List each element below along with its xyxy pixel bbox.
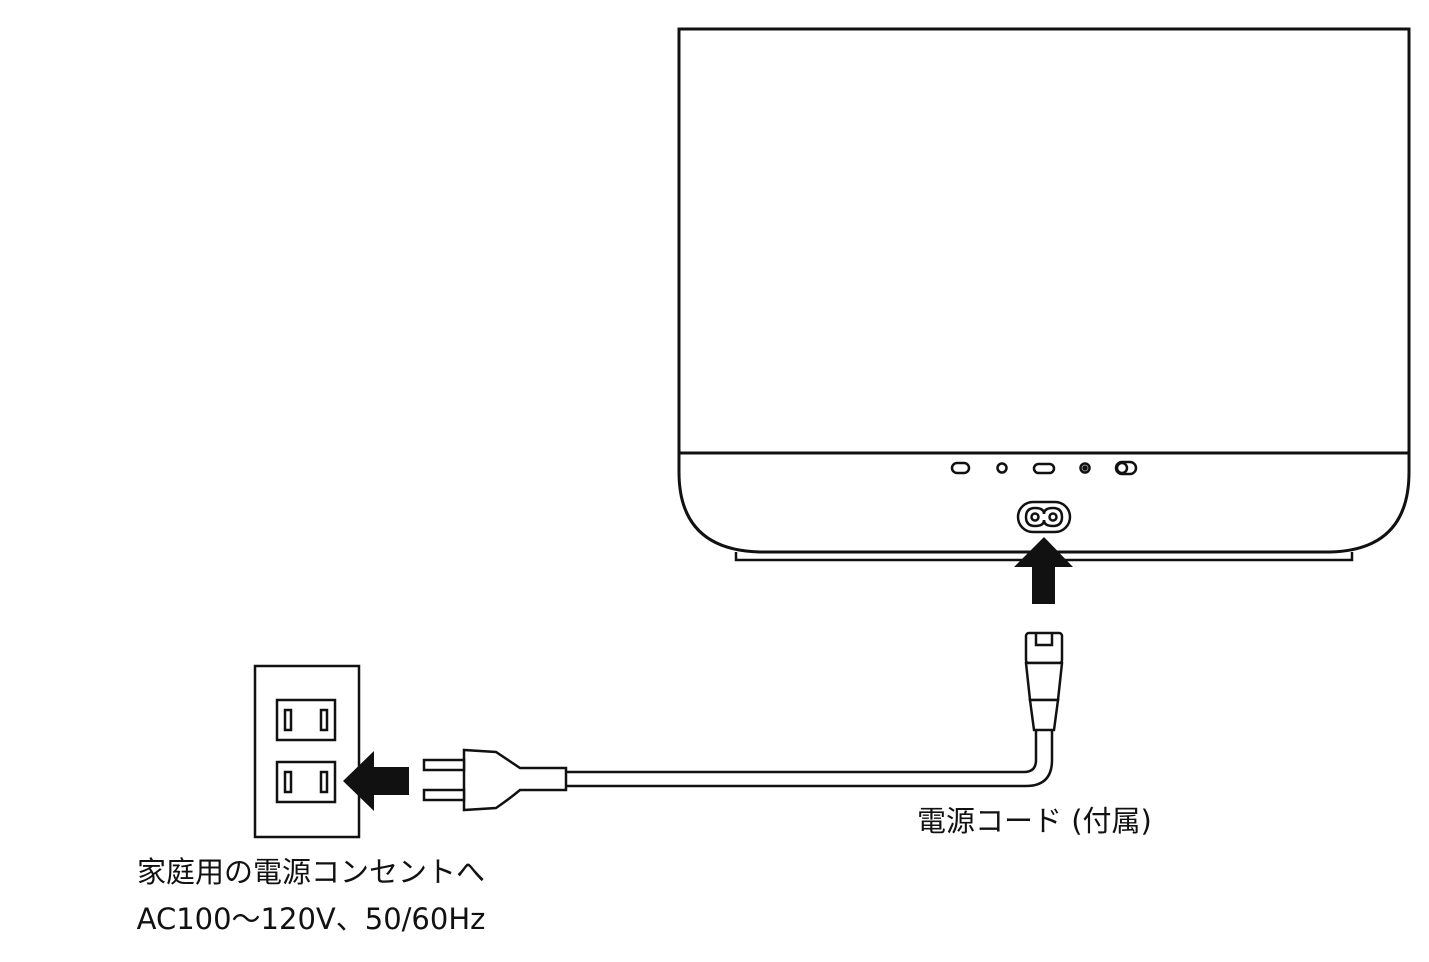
outlet-slot-icon — [283, 708, 293, 732]
power-inlet-icon — [1016, 500, 1072, 534]
jack-center-icon — [1082, 465, 1088, 471]
power-plug-icon — [422, 748, 568, 812]
outlet-voltage-label: AC100～120V、50/60Hz — [136, 902, 486, 936]
usb-port-icon — [1032, 462, 1056, 475]
outlet-label: 家庭用の電源コンセントへ — [136, 855, 485, 889]
speaker-device-icon — [677, 27, 1411, 562]
arrow-up-icon — [1014, 537, 1073, 604]
wall-outlet-icon — [253, 664, 361, 839]
power-cord-icon — [566, 730, 1054, 788]
led-icon — [996, 462, 1008, 474]
outlet-slot-icon — [319, 770, 329, 794]
outlet-socket-upper — [275, 698, 337, 742]
cord-connector-icon — [1024, 631, 1064, 732]
jack-icon — [1079, 462, 1091, 474]
cord-label: 電源コード (付属) — [917, 804, 1152, 838]
button-icon — [950, 461, 971, 475]
device-controls — [950, 460, 1138, 476]
arrow-left-icon — [343, 751, 409, 811]
switch-knob-icon — [1115, 461, 1129, 475]
outlet-slot-icon — [283, 770, 293, 794]
outlet-socket-lower — [275, 760, 337, 804]
outlet-slot-icon — [319, 708, 329, 732]
